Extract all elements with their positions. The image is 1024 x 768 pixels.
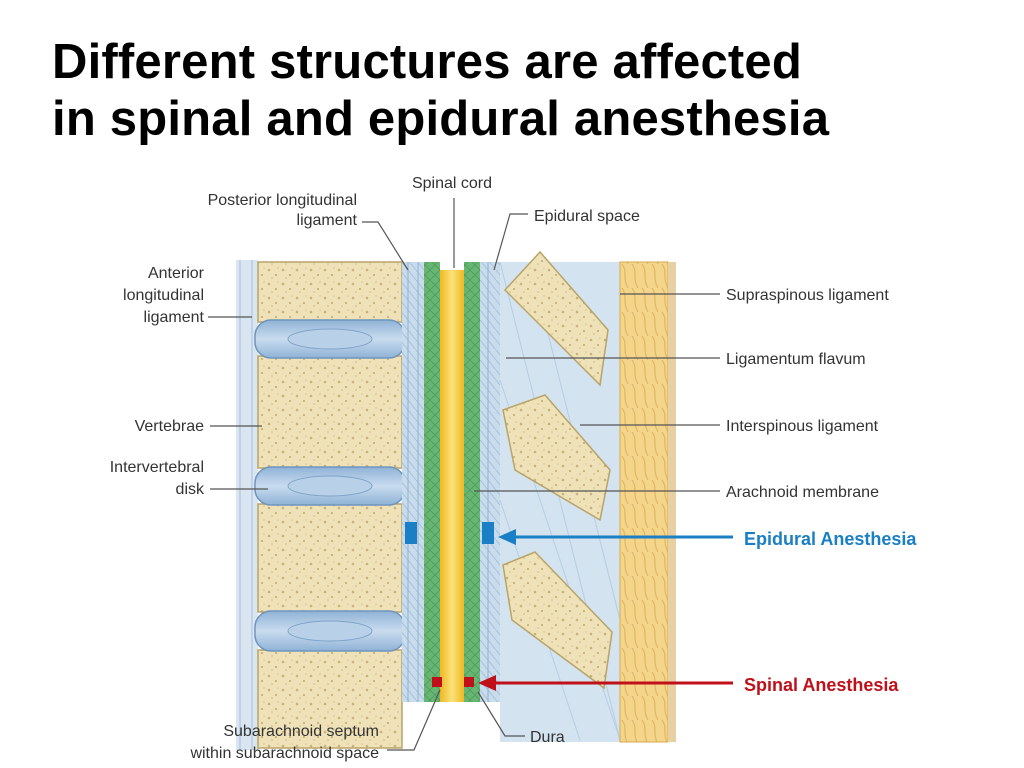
label-spinal-cord: Spinal cord bbox=[412, 175, 492, 192]
label-supraspinous-ligament: Supraspinous ligament bbox=[726, 287, 889, 304]
label-intervertebral-line1: Intervertebral bbox=[110, 459, 204, 476]
label-vertebrae: Vertebrae bbox=[135, 418, 204, 435]
supraspinous-band bbox=[619, 261, 676, 743]
label-arachnoid-membrane: Arachnoid membrane bbox=[726, 484, 879, 501]
spinous-processes bbox=[502, 250, 613, 690]
label-anterior-ligament-line1: Anterior bbox=[148, 265, 205, 282]
spinal-cord-layers bbox=[424, 262, 500, 702]
label-dura: Dura bbox=[530, 729, 565, 746]
label-subarachnoid-line2: within subarachnoid space bbox=[189, 745, 379, 762]
slide-title: Different structures are affected in spi… bbox=[52, 34, 829, 148]
label-ligamentum-flavum: Ligamentum flavum bbox=[726, 351, 866, 368]
leader-lines bbox=[208, 198, 720, 751]
spinal-marker-right bbox=[464, 677, 474, 687]
label-interspinous-ligament: Interspinous ligament bbox=[726, 418, 879, 435]
spinal-markers bbox=[432, 677, 474, 687]
title-line-2: in spinal and epidural anesthesia bbox=[52, 92, 830, 146]
vertebral-bodies bbox=[257, 261, 403, 749]
anterior-ligament-band bbox=[236, 260, 258, 750]
spinal-arrow bbox=[478, 675, 733, 691]
label-posterior-ligament-line1: Posterior longitudinal bbox=[208, 192, 357, 209]
epidural-marker-right bbox=[482, 522, 494, 544]
spinal-marker-left bbox=[432, 677, 442, 687]
epidural-marker-left bbox=[405, 522, 417, 544]
posterior-ligament-band bbox=[402, 262, 424, 702]
label-anterior-ligament-line3: ligament bbox=[144, 309, 205, 326]
title-line-1: Different structures are affected bbox=[52, 35, 802, 89]
label-intervertebral-line2: disk bbox=[176, 481, 205, 498]
label-anterior-ligament-line2: longitudinal bbox=[123, 287, 204, 304]
annotation-spinal-anesthesia: Spinal Anesthesia bbox=[744, 675, 899, 695]
annotation-epidural-anesthesia: Epidural Anesthesia bbox=[744, 529, 917, 549]
label-posterior-ligament-line2: ligament bbox=[297, 212, 358, 229]
epidural-arrow bbox=[498, 529, 733, 545]
epidural-markers bbox=[405, 522, 494, 544]
intervertebral-disks bbox=[254, 319, 406, 652]
label-subarachnoid-line1: Subarachnoid septum bbox=[223, 723, 379, 740]
label-epidural-space: Epidural space bbox=[534, 208, 640, 225]
